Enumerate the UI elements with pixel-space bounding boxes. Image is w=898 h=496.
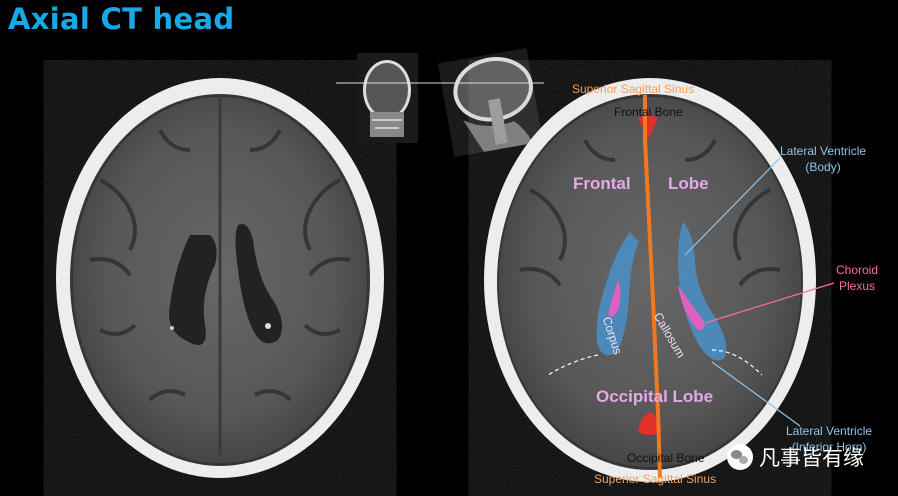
label-occipital-lobe: Occipital Lobe bbox=[596, 387, 714, 406]
right-brain bbox=[499, 97, 801, 467]
label-occipital-bone: Occipital Bone bbox=[627, 451, 705, 465]
lateral-ventricle-right-shape bbox=[678, 222, 727, 361]
label-lobe: Lobe bbox=[668, 174, 709, 193]
label-lateral-ventricle-body: Lateral Ventricle (Body) bbox=[780, 144, 867, 174]
label-superior-sagittal-sinus-bottom: Superior Sagittal Sinus bbox=[594, 472, 717, 486]
page-title: Axial CT head bbox=[8, 2, 235, 36]
sinus-posterior-red bbox=[638, 412, 662, 435]
label-superior-sagittal-sinus-top: Superior Sagittal Sinus bbox=[572, 82, 695, 96]
left-lateral-ventricle-left bbox=[169, 235, 217, 345]
coronal-scout bbox=[357, 53, 418, 143]
label-frontal: Frontal bbox=[573, 174, 631, 193]
left-axial-slice bbox=[56, 78, 384, 478]
label-choroid-plexus: Choroid Plexus bbox=[836, 263, 879, 293]
label-frontal-bone: Frontal Bone bbox=[614, 105, 683, 119]
watermark: 凡事皆有缘 bbox=[727, 442, 864, 472]
choroid-plexus-right bbox=[678, 285, 705, 330]
watermark-text: 凡事皆有缘 bbox=[759, 446, 864, 470]
left-lateral-ventricle-right bbox=[235, 224, 282, 344]
choroid-plexus-left bbox=[608, 280, 621, 317]
right-axial-slice bbox=[484, 78, 835, 482]
superior-sagittal-sinus-line bbox=[643, 95, 662, 479]
label-lateral-ventricle-inferior: Lateral Ventricle (Inferior Horn) bbox=[786, 424, 873, 454]
wechat-icon bbox=[727, 444, 753, 470]
sagittal-scout bbox=[437, 47, 543, 158]
